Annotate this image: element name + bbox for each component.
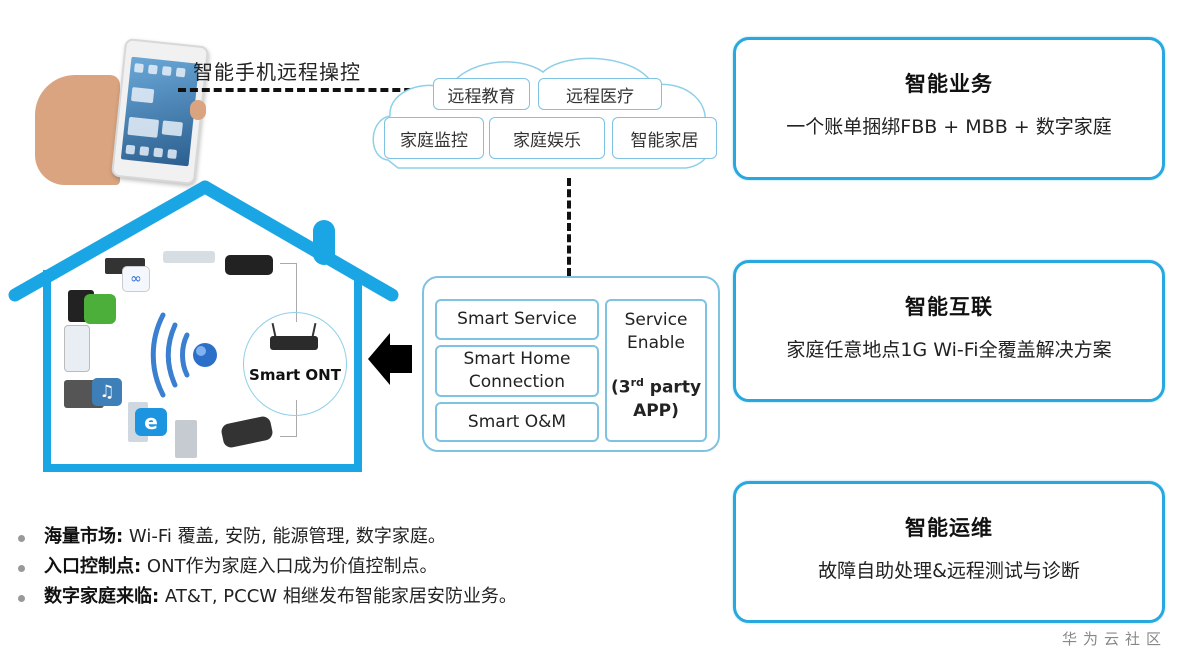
smart-ont-label: Smart ONT: [249, 366, 341, 384]
smart-capabilities-panel: Smart Service Smart Home Connection Smar…: [422, 276, 720, 452]
house-outline: [8, 180, 399, 472]
app-icon: ∞: [122, 266, 150, 292]
card-title: 智能互联: [905, 295, 993, 319]
cloud-service-home-entertainment: 家庭娱乐: [489, 117, 605, 159]
music-icon: ♫: [92, 378, 122, 406]
card-title: 智能运维: [905, 516, 993, 540]
smart-service-box: Smart Service: [435, 299, 599, 340]
hand-icon: [35, 75, 120, 185]
smart-home-connection-box: Smart Home Connection: [435, 345, 599, 397]
bullet-icon: [18, 565, 25, 572]
evernote-icon: [84, 294, 116, 324]
card-text: 故障自助处理&远程测试与诊断: [818, 560, 1080, 582]
smartphone-image: [30, 20, 210, 186]
service-enable-box: Service Enable (3rd party APP): [605, 299, 707, 442]
smart-om-box: Smart O&M: [435, 402, 599, 442]
bullet-list: 海量市场: Wi-Fi 覆盖, 安防, 能源管理, 数字家庭。 入口控制点: O…: [16, 523, 576, 613]
card-text: 一个账单捆绑FBB + MBB + 数字家庭: [786, 116, 1112, 138]
cloud-service-remote-education: 远程教育: [433, 78, 530, 110]
cloud-service-home-monitoring: 家庭监控: [384, 117, 484, 159]
card-text: 家庭任意地点1G Wi-Fi全覆盖解决方案: [786, 339, 1112, 361]
router-icon: [270, 336, 318, 350]
card-smart-business: 智能业务 一个账单捆绑FBB + MBB + 数字家庭: [733, 37, 1165, 180]
bullet-item: 海量市场: Wi-Fi 覆盖, 安防, 能源管理, 数字家庭。: [16, 523, 576, 551]
card-title: 智能业务: [905, 72, 993, 96]
third-party-app-label: (3rd party: [610, 376, 702, 398]
bullet-item: 入口控制点: ONT作为家庭入口成为价值控制点。: [16, 553, 576, 581]
watermark: 华为云社区: [1061, 630, 1167, 648]
smart-ont-circle: [243, 312, 347, 416]
card-smart-interconnect: 智能互联 家庭任意地点1G Wi-Fi全覆盖解决方案: [733, 260, 1165, 402]
set-top-box-icon: [225, 255, 273, 275]
refrigerator-icon: [175, 420, 197, 458]
dashed-connector: [178, 88, 436, 92]
arrow-left-icon: [368, 333, 390, 385]
dashed-connector-vertical: [567, 178, 571, 276]
remote-control-caption: 智能手机远程操控: [193, 60, 361, 84]
smartphone-icon: [64, 325, 90, 372]
bullet-icon: [18, 535, 25, 542]
bullet-item: 数字家庭来临: AT&T, PCCW 相继发布智能家居安防业务。: [16, 583, 576, 611]
bullet-icon: [18, 595, 25, 602]
ont-connection-line: [280, 263, 297, 322]
ont-connection-line: [280, 400, 297, 437]
air-conditioner-icon: [163, 251, 215, 263]
cloud-shape: [372, 57, 711, 169]
ie-browser-icon: e: [135, 408, 167, 436]
cloud-service-remote-medical: 远程医疗: [538, 78, 662, 110]
cloud-service-smart-home: 智能家居: [612, 117, 717, 159]
card-smart-om: 智能运维 故障自助处理&远程测试与诊断: [733, 481, 1165, 623]
